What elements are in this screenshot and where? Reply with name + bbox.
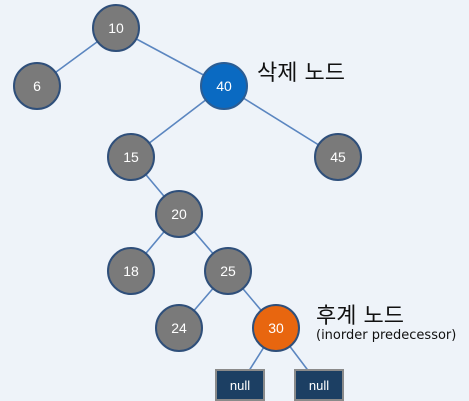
successor-note-label: (inorder predecessor) <box>316 328 457 343</box>
node-25: 25 <box>204 247 252 295</box>
null-leaf-right: null <box>294 369 344 401</box>
node-6: 6 <box>13 62 61 110</box>
successor-node-label: 후계 노드 <box>316 304 404 329</box>
node-45: 45 <box>314 133 362 181</box>
node-10: 10 <box>92 4 140 52</box>
node-18: 18 <box>107 247 155 295</box>
node-24: 24 <box>155 304 203 352</box>
node-30-successor: 30 <box>252 304 300 352</box>
deleted-node-label: 삭제 노드 <box>257 61 345 86</box>
node-40-deleted: 40 <box>200 62 248 110</box>
node-15: 15 <box>107 133 155 181</box>
null-leaf-left: null <box>215 369 265 401</box>
node-20: 20 <box>155 190 203 238</box>
